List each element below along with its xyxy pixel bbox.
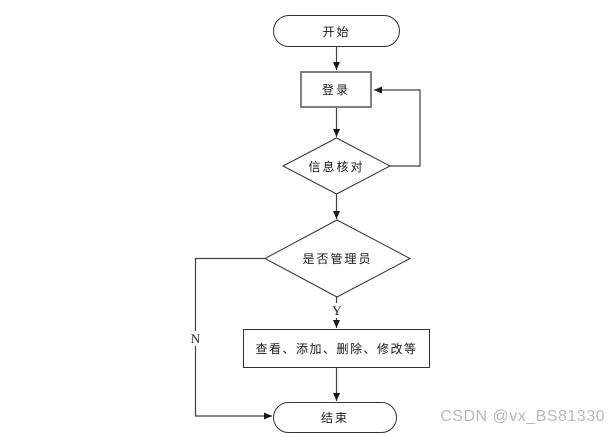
node-end: 结束 <box>273 402 397 433</box>
node-verify-label: 信息核对 <box>308 159 365 174</box>
node-manage: 查看、添加、删除、修改等 <box>243 329 430 368</box>
node-start: 开始 <box>273 15 400 47</box>
decision-verify-shape <box>281 137 392 195</box>
branch-label-yes: Y <box>329 303 345 318</box>
csdn-watermark: CSDN @vx_BS81330 <box>440 408 605 425</box>
branch-label-no: N <box>187 331 204 346</box>
decision-isadmin-shape <box>263 219 412 298</box>
node-isadmin-label: 是否管理员 <box>302 252 373 266</box>
node-login: 登录 <box>300 71 372 108</box>
edge-verify-login-loop <box>374 86 421 167</box>
